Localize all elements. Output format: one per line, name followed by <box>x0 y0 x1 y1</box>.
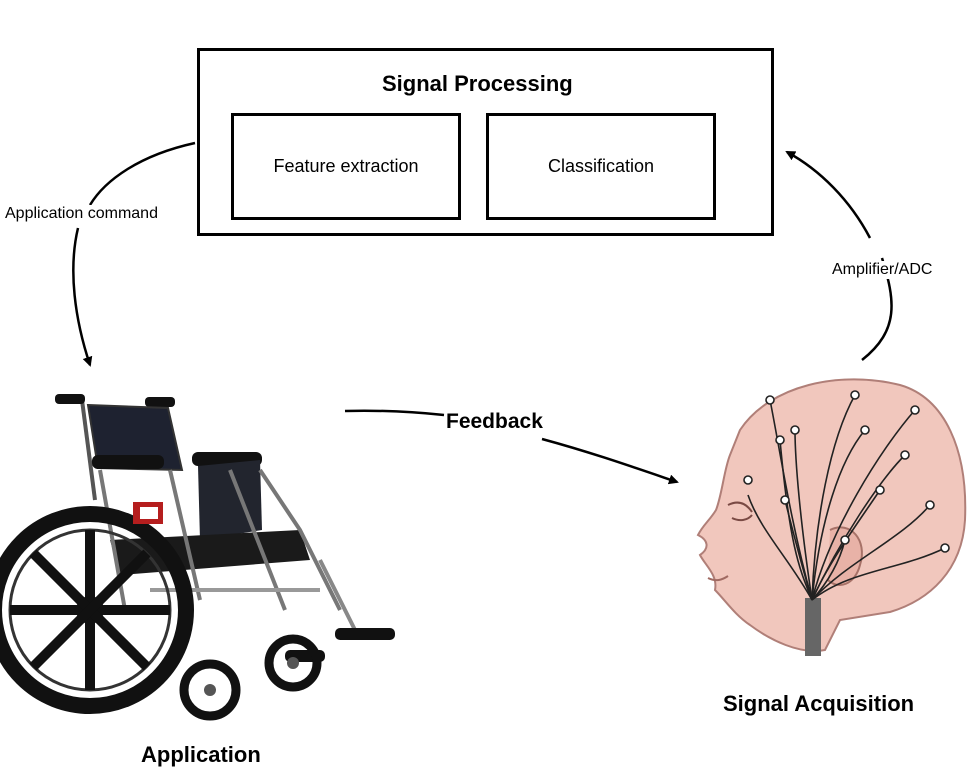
amplifier-adc-arrow <box>787 152 893 361</box>
wheelchair-illustration <box>0 394 395 721</box>
signal-processing-title: Signal Processing <box>382 71 573 96</box>
eeg-head-illustration <box>696 378 967 656</box>
feedback-arrow-left <box>344 409 445 417</box>
application-command-arrow <box>72 141 196 365</box>
signal-acquisition-label: Signal Acquisition <box>723 691 915 716</box>
feedback-arrow-right <box>541 437 679 485</box>
amplifier-adc-label: Amplifier/ADC <box>830 261 935 279</box>
feature-extraction-label: Feature extraction <box>273 156 419 176</box>
classification-label: Classification <box>547 156 655 176</box>
feature-extraction-box: Feature extraction <box>231 113 461 220</box>
application-label: Application <box>141 742 261 767</box>
application-command-label: Application command <box>3 205 160 223</box>
feedback-label: Feedback <box>446 410 543 433</box>
classification-box: Classification <box>486 113 716 220</box>
signal-processing-box <box>197 48 774 236</box>
